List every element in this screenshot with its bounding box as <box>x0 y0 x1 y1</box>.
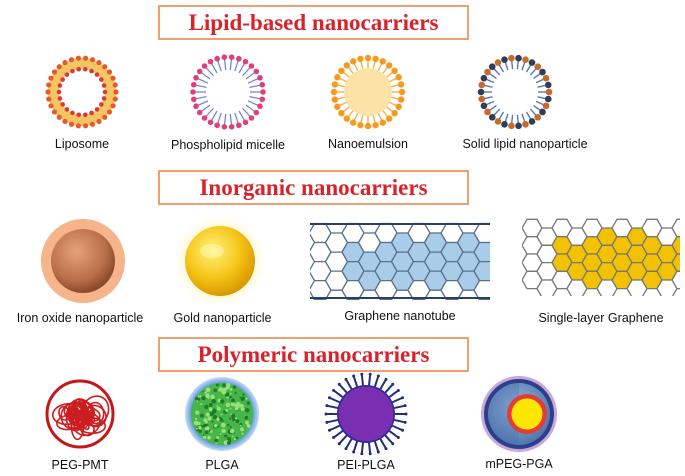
liposome-icon <box>45 55 119 129</box>
peg-pmt-icon <box>45 379 115 449</box>
label-iron-oxide-nanoparticle: Iron oxide nanoparticle <box>16 311 144 325</box>
nanoemulsion-icon <box>330 54 406 130</box>
label-phospholipid-micelle: Phospholipid micelle <box>171 138 285 152</box>
section-title-lipid: Lipid-based nanocarriers <box>158 5 469 40</box>
pei-plga-icon <box>324 372 408 456</box>
label-peg-pmt: PEG-PMT <box>51 458 109 472</box>
section-title-polymeric: Polymeric nanocarriers <box>158 337 469 372</box>
label-graphene-nanotube: Graphene nanotube <box>344 309 456 323</box>
section-title-inorganic: Inorganic nanocarriers <box>158 170 469 205</box>
label-solid-lipid-nanoparticle: Solid lipid nanoparticle <box>462 137 588 151</box>
solid-lipid-nanoparticle-icon <box>477 54 553 130</box>
gold-nanoparticle-icon <box>173 214 267 308</box>
label-liposome: Liposome <box>54 137 110 151</box>
label-nanoemulsion: Nanoemulsion <box>328 137 408 151</box>
label-mpeg-pga: mPEG-PGA <box>485 457 553 471</box>
mpeg-pga-icon <box>481 376 557 452</box>
graphene-nanotube-icon <box>310 222 490 300</box>
label-pei-plga: PEI-PLGA <box>337 458 395 472</box>
label-single-layer-graphene: Single-layer Graphene <box>538 311 664 325</box>
phospholipid-micelle-icon <box>190 54 266 130</box>
iron-oxide-nanoparticle-icon <box>41 219 125 303</box>
plga-icon <box>185 377 259 451</box>
label-plga: PLGA <box>205 458 239 472</box>
label-gold-nanoparticle: Gold nanoparticle <box>173 311 272 325</box>
single-layer-graphene-icon <box>522 218 680 296</box>
